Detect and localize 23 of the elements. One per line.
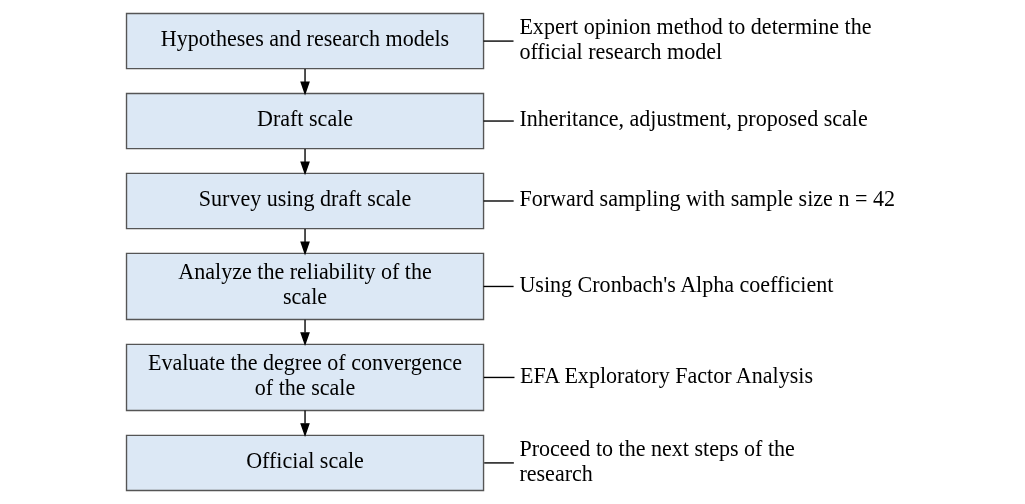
arrow [300, 148, 310, 176]
arrow [300, 68, 310, 96]
connector [483, 462, 515, 464]
node-box: Hypotheses and research models [125, 12, 485, 70]
node-box: Analyze the reliability of the scale [125, 252, 485, 321]
node-text: Using Cronbach's Alpha coefficient [519, 271, 834, 297]
node-box: Draft scale [125, 92, 485, 150]
connector [482, 285, 515, 288]
node-text: Proceed to the next steps of the research [519, 435, 795, 486]
arrow [300, 319, 310, 347]
node-text: Expert opinion method to determine the official research model [519, 13, 872, 64]
node-box: Survey using draft scale [125, 172, 485, 230]
connector [482, 40, 515, 42]
node-box: Official scale [125, 434, 485, 492]
connector [482, 120, 515, 122]
node-text: Inheritance, adjustment, proposed scale [519, 106, 868, 132]
node-box: Evaluate the degree of convergence of the scale [125, 343, 485, 412]
node-text: EFA Exploratory Factor Analysis [520, 362, 813, 388]
connector [483, 376, 516, 379]
node-text: Forward sampling with sample size n = 42 [519, 186, 895, 212]
arrow [300, 409, 310, 437]
arrow [300, 228, 310, 256]
connector [483, 200, 515, 202]
